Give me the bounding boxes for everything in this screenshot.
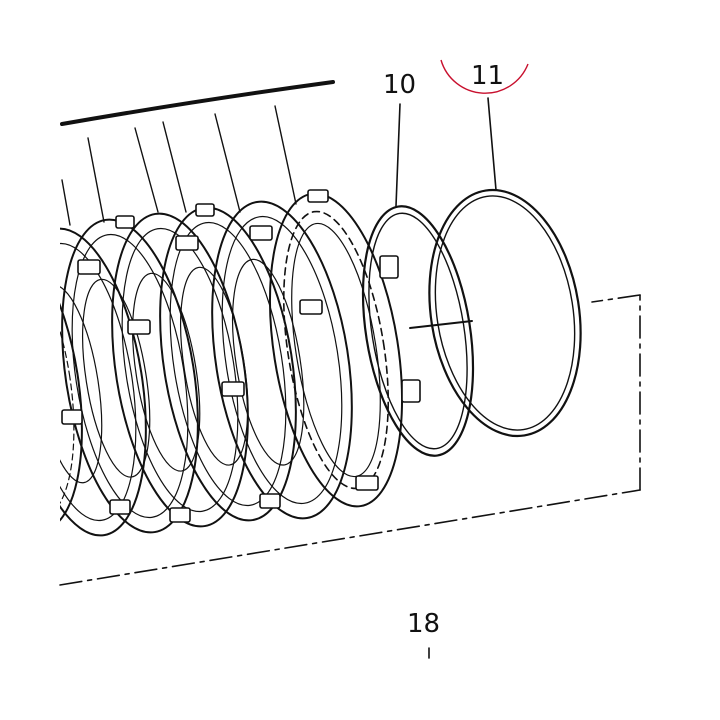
part-11-ring xyxy=(428,188,582,438)
callout-leader-11 xyxy=(487,97,497,191)
part-10-ring xyxy=(361,205,475,457)
clutch-plate-4 xyxy=(111,212,249,528)
callout-leader-10 xyxy=(395,103,401,207)
group-frame xyxy=(59,294,641,586)
callout-11: 11 xyxy=(471,61,504,91)
clutch-plate-1 xyxy=(60,232,83,532)
clutch-plate-3 xyxy=(61,218,199,534)
clutch-plate-2 xyxy=(60,227,147,537)
highlight-circle-11 xyxy=(440,59,529,94)
plate-tabs xyxy=(61,189,421,523)
bracket-leaders xyxy=(61,105,297,226)
friction-plate-front xyxy=(268,192,404,508)
callout-18: 18 xyxy=(407,609,440,639)
callout-10: 10 xyxy=(383,70,416,100)
assembly-bracket-top xyxy=(60,80,335,126)
center-axis-line xyxy=(409,320,473,329)
